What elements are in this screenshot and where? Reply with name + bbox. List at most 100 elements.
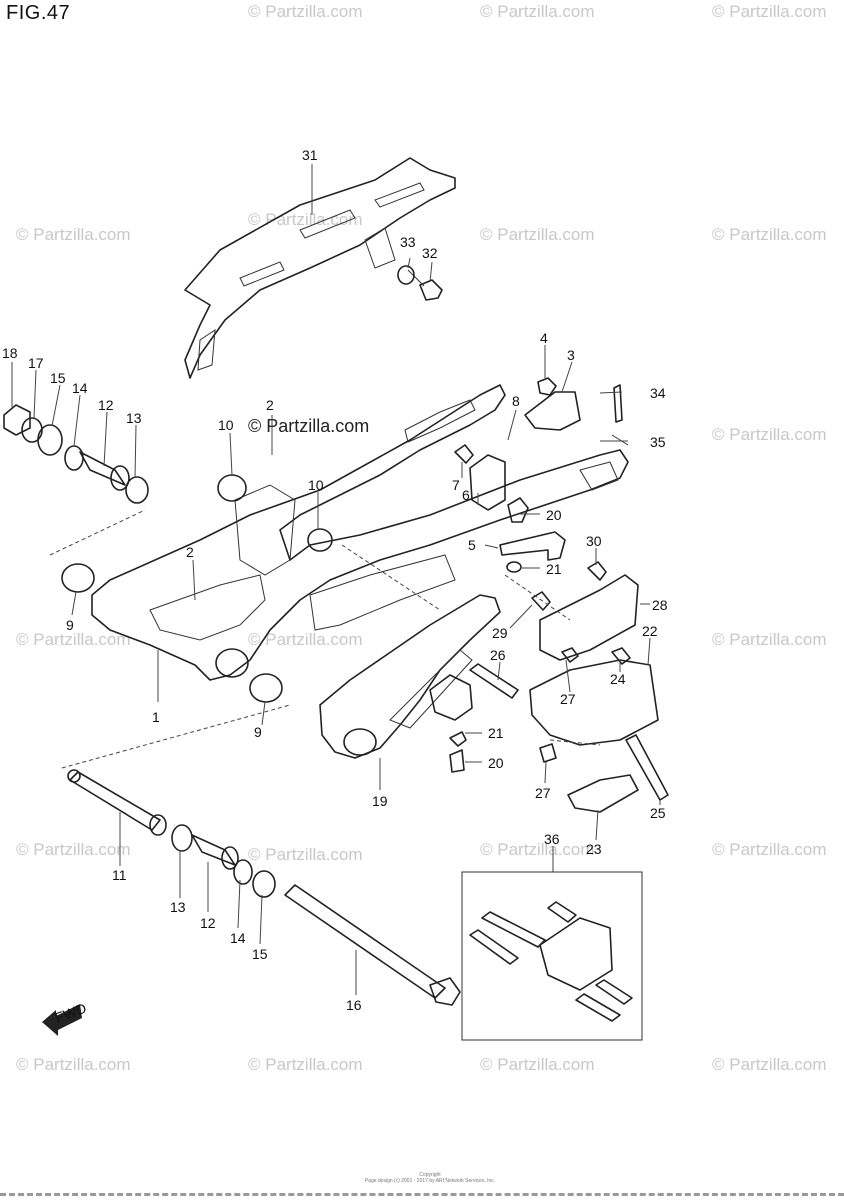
callout-2: 2: [266, 397, 274, 413]
callout-15: 15: [252, 946, 268, 962]
callout-31: 31: [302, 147, 318, 163]
callout-2: 2: [186, 544, 194, 560]
callout-8: 8: [512, 393, 520, 409]
callout-25: 25: [650, 805, 666, 821]
washer-part: [233, 859, 253, 885]
bearing-part: [249, 673, 283, 703]
callout-34: 34: [650, 385, 666, 401]
pivot-bolt-part: [284, 884, 461, 1006]
callout-13: 13: [126, 410, 142, 426]
watermark: © Partzilla.com: [480, 1055, 595, 1074]
callout-36: 36: [544, 831, 560, 847]
stay-part: [499, 531, 566, 561]
seal-part: [171, 824, 193, 852]
bolt-part: [611, 647, 631, 665]
bolt-part: [407, 269, 443, 301]
bolt-part: [469, 663, 519, 699]
kit-box: [461, 871, 643, 1041]
callout-9: 9: [254, 724, 262, 740]
watermark: © Partzilla.com: [16, 840, 131, 859]
callout-33: 33: [400, 234, 416, 250]
chain-case-part: [184, 157, 456, 379]
bolt-part: [507, 497, 529, 523]
watermark: © Partzilla.com: [712, 425, 827, 444]
kit-parts: [469, 901, 633, 1022]
washer-part: [397, 265, 415, 285]
watermark: © Partzilla.com: [16, 630, 131, 649]
reference-line: [341, 544, 441, 611]
callout-12: 12: [200, 915, 216, 931]
callout-1: 1: [152, 709, 160, 725]
callout-28: 28: [652, 597, 668, 613]
callout-14: 14: [72, 380, 88, 396]
callout-17: 17: [28, 355, 44, 371]
watermark: © Partzilla.com: [248, 1055, 363, 1074]
callout-35: 35: [650, 434, 666, 450]
callout-16: 16: [346, 997, 362, 1013]
callout-19: 19: [372, 793, 388, 809]
callout-21: 21: [546, 561, 562, 577]
watermark: © Partzilla.com: [16, 1055, 131, 1074]
watermark: © Partzilla.com: [712, 1055, 827, 1074]
watermark: © Partzilla.com: [248, 2, 363, 21]
watermark: © Partzilla.com: [16, 225, 131, 244]
callout-18: 18: [2, 345, 18, 361]
reference-line: [504, 574, 571, 621]
bracket-part: [539, 574, 639, 661]
callout-20: 20: [488, 755, 504, 771]
copyright-line: Copyright: [419, 1172, 441, 1178]
bolt-part: [449, 731, 467, 747]
callout-10: 10: [218, 417, 234, 433]
watermark: © Partzilla.com: [712, 225, 827, 244]
watermark-center: © Partzilla.com: [248, 416, 370, 436]
callout-23: 23: [586, 841, 602, 857]
bolt-part: [537, 377, 557, 396]
callout-32: 32: [422, 245, 438, 261]
callout-5: 5: [468, 537, 476, 553]
callout-22: 22: [642, 623, 658, 639]
watermark: © Partzilla.com: [712, 2, 827, 21]
bolt-part: [449, 749, 465, 773]
callout-29: 29: [492, 625, 508, 641]
callout-7: 7: [452, 477, 460, 493]
callout-14: 14: [230, 930, 246, 946]
callout-11: 11: [112, 867, 127, 883]
watermark: © Partzilla.com: [248, 210, 363, 229]
watermark: © Partzilla.com: [480, 840, 595, 859]
footer-divider: [0, 1193, 844, 1196]
watermark: © Partzilla.com: [480, 2, 595, 21]
callout-20: 20: [546, 507, 562, 523]
callout-13: 13: [170, 899, 186, 915]
clip-part: [611, 434, 629, 446]
washer-part: [252, 870, 276, 898]
callout-6: 6: [462, 487, 470, 503]
watermark: © Partzilla.com: [248, 630, 363, 649]
bushing-part: [217, 474, 247, 502]
collar-end: [221, 846, 239, 870]
callout-24: 24: [610, 671, 626, 687]
callout-30: 30: [586, 533, 602, 549]
collar-part: [191, 834, 236, 866]
leader-lines: [11, 164, 661, 995]
watermark: © Partzilla.com: [480, 225, 595, 244]
reference-line: [49, 509, 146, 556]
bushing-part: [307, 528, 333, 552]
bracket-part: [529, 659, 659, 746]
watermark: © Partzilla.com: [712, 630, 827, 649]
callout-12: 12: [98, 397, 114, 413]
copyright-line: Page design (c) 2001 - 2017 by ARI Netwo…: [364, 1178, 496, 1184]
pin-part: [613, 384, 623, 423]
bolt-part: [454, 444, 474, 464]
reference-line: [549, 739, 601, 746]
callout-27: 27: [535, 785, 551, 801]
callout-4: 4: [540, 330, 548, 346]
pivot-shaft-part: [67, 769, 167, 836]
callout-27: 27: [560, 691, 576, 707]
reference-line: [61, 704, 291, 769]
callout-26: 26: [490, 647, 506, 663]
copyright-notice: Copyright Page design (c) 2001 - 2017 by…: [360, 1172, 500, 1184]
plate-part: [469, 454, 506, 511]
callout-10: 10: [308, 477, 324, 493]
bolt-part: [625, 734, 669, 801]
